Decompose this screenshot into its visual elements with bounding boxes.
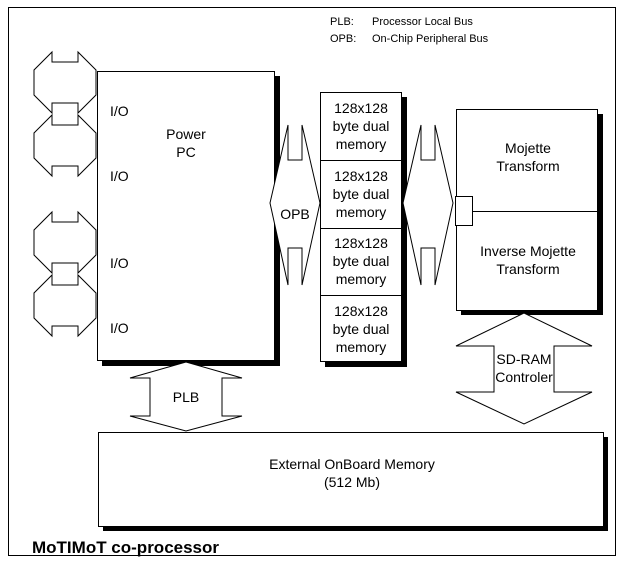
plb-arrow (129, 361, 243, 432)
mojette-connector (455, 196, 473, 226)
plb-label: PLB (173, 389, 199, 405)
memory-block-3: 128x128 byte dual memory (333, 235, 390, 287)
io-label-1: I/O (110, 103, 129, 119)
opb-bus: OPB (269, 124, 321, 286)
memory-block-2: 128x128 byte dual memory (333, 168, 390, 220)
powerpc-label-line1: Power (166, 126, 206, 142)
io-label-4: I/O (110, 320, 129, 336)
inverse-mojette-label-line2: Transform (496, 261, 559, 277)
plb-bus: PLB (129, 361, 243, 432)
memory-2-line3: memory (336, 204, 387, 220)
mojette-block: Mojette Transform Inverse Mojette Transf… (455, 109, 603, 315)
opb-label: OPB (280, 206, 310, 222)
memory-mojette-arrow (402, 124, 454, 286)
io-label-3: I/O (110, 255, 129, 271)
legend-plb-full: Processor Local Bus (372, 16, 473, 28)
sdram-controller: SD-RAM Controler (455, 312, 593, 425)
io-arrow-2 (33, 113, 97, 178)
sdram-label-line1: SD-RAM (496, 351, 551, 367)
legend-plb-abbr: PLB: (330, 16, 354, 28)
legend: PLB: Processor Local Bus OPB: On-Chip Pe… (330, 16, 489, 45)
io-label-2: I/O (110, 168, 129, 184)
powerpc-label-line2: PC (176, 144, 195, 160)
outer-frame (8, 7, 616, 556)
mojette-label-line2: Transform (496, 158, 559, 174)
powerpc-block: Power PC I/O I/O I/O I/O (97, 71, 280, 366)
memory-block-4: 128x128 byte dual memory (333, 303, 390, 355)
memory-3-line1: 128x128 (334, 235, 388, 251)
mojette-label-line1: Mojette (505, 140, 551, 156)
io-arrows (33, 50, 97, 338)
dual-memory-stack: 128x128 byte dual memory 128x128 byte du… (320, 92, 407, 367)
memory-3-line3: memory (336, 271, 387, 287)
memory-2-line2: byte dual (333, 186, 390, 202)
inverse-mojette-label-line1: Inverse Mojette (480, 243, 576, 259)
memory-1-line3: memory (336, 136, 387, 152)
external-memory-block: External OnBoard Memory (512 Mb) (98, 432, 608, 531)
legend-opb-full: On-Chip Peripheral Bus (372, 33, 489, 45)
external-memory-label-line1: External OnBoard Memory (269, 456, 435, 472)
memory-1-line2: byte dual (333, 118, 390, 134)
io-arrow-1 (33, 50, 97, 115)
memory-block-1: 128x128 byte dual memory (333, 100, 390, 152)
memory-4-line3: memory (336, 339, 387, 355)
memory-2-line1: 128x128 (334, 168, 388, 184)
memory-4-line2: byte dual (333, 321, 390, 337)
memory-1-line1: 128x128 (334, 100, 388, 116)
external-memory-label-line2: (512 Mb) (324, 474, 380, 490)
sdram-label-line2: Controler (495, 369, 553, 385)
io-arrow-3 (33, 210, 97, 275)
sdram-arrow (455, 312, 593, 425)
legend-opb-abbr: OPB: (330, 33, 356, 45)
diagram-caption: MoTIMoT co-processor (32, 538, 219, 557)
memory-3-line2: byte dual (333, 253, 390, 269)
io-arrow-4 (33, 273, 97, 338)
memory-4-line1: 128x128 (334, 303, 388, 319)
